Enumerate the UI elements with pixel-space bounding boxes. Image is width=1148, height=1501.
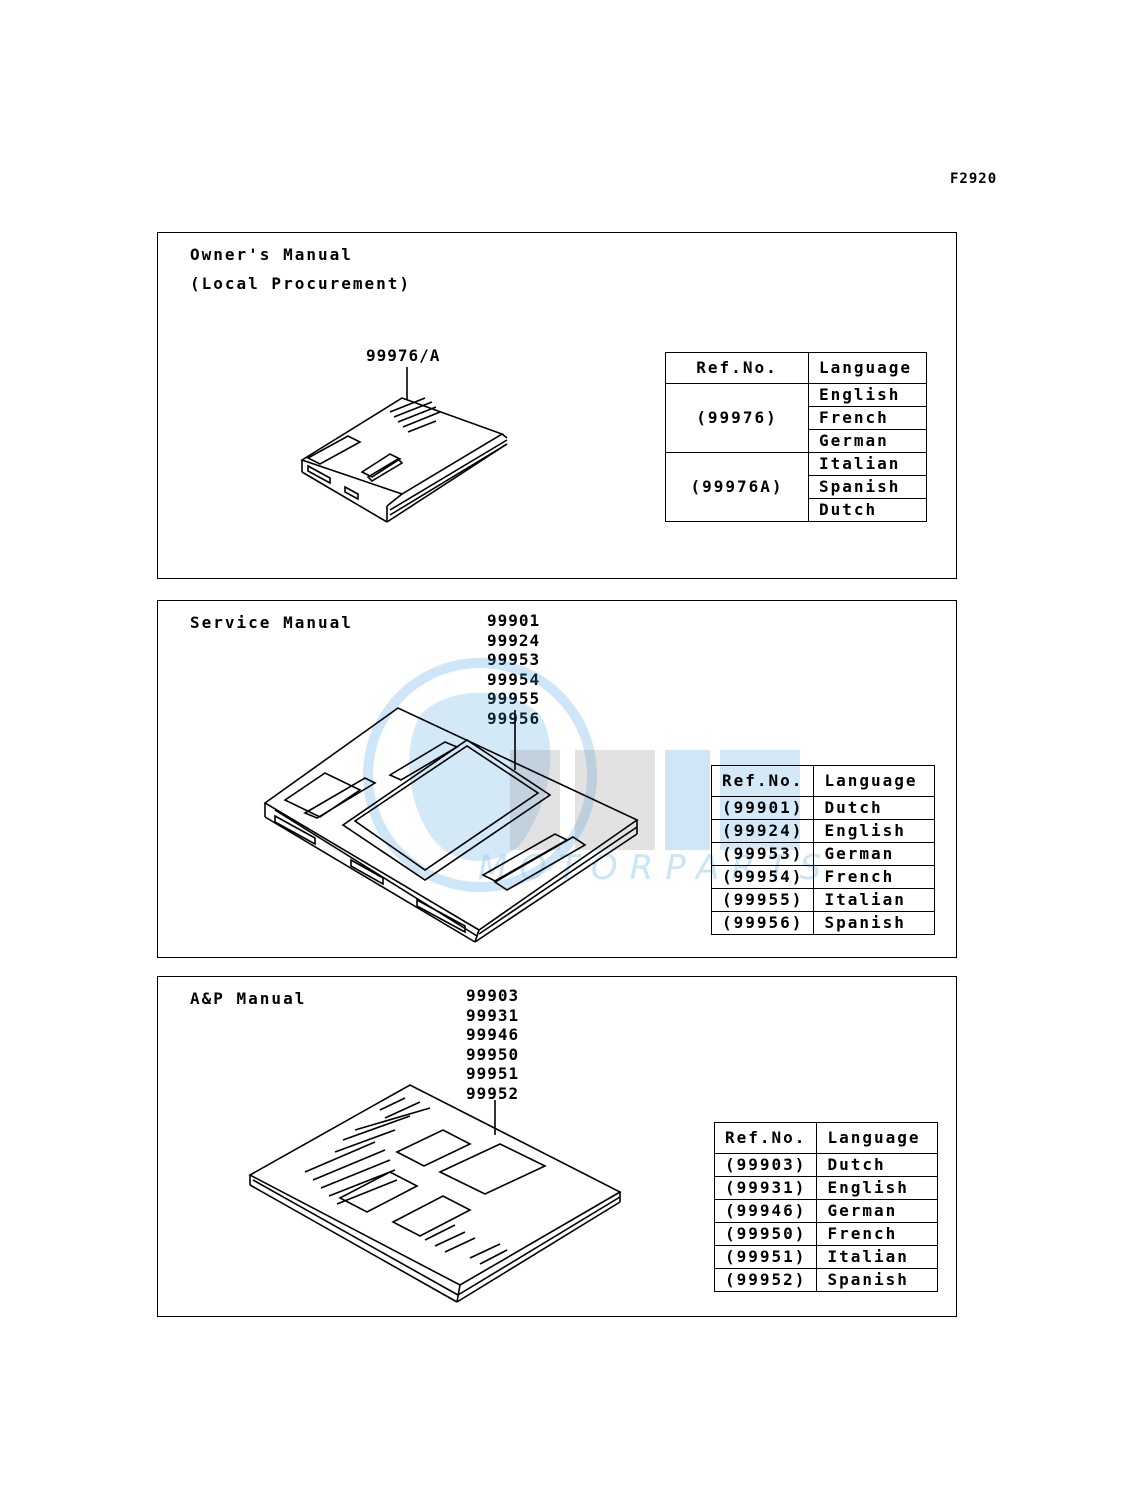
ref-no-cell: (99956)	[710, 911, 815, 935]
service-manual-callouts: 99901 99924 99953 99954 99955 99956	[487, 611, 540, 728]
ref-no-cell: (99950)	[713, 1222, 818, 1246]
ref-no-cell: (99952)	[713, 1268, 818, 1292]
ref-no-cell: (99976A)	[665, 452, 809, 522]
callout-number: 99951	[466, 1064, 520, 1083]
ap-manual-illustration	[248, 1084, 622, 1303]
callout-number: 99954	[487, 669, 541, 689]
callout-number: 99946	[466, 1025, 520, 1044]
ap-manual-panel	[157, 976, 957, 1317]
ref-no-cell: (99976)	[665, 383, 809, 453]
ap-manual-ref-table: Ref.No. Language (99903)Dutch (99931)Eng…	[713, 1122, 939, 1292]
language-cell: Dutch	[808, 498, 927, 522]
language-cell: Spanish	[816, 1268, 939, 1292]
owners-manual-ref-table: Ref.No. Language (99976) English French …	[665, 352, 927, 522]
service-manual-title: Service Manual	[190, 613, 353, 632]
owners-manual-subtitle: (Local Procurement)	[190, 274, 412, 293]
service-manual-panel	[157, 600, 957, 958]
figure-code: F2920	[950, 171, 998, 187]
ref-no-header: Ref.No.	[713, 1122, 818, 1154]
language-cell: German	[808, 429, 927, 453]
callout-number: 99952	[466, 1083, 520, 1103]
language-cell: Italian	[813, 888, 936, 912]
callout-number: 99903	[466, 986, 520, 1005]
callout-number: 99953	[487, 650, 541, 669]
language-cell: French	[816, 1222, 939, 1246]
callout-number: 99924	[487, 630, 541, 650]
owners-manual-title: Owner's Manual	[190, 245, 353, 264]
ref-no-cell: (99946)	[713, 1199, 818, 1223]
ref-no-cell: (99953)	[710, 842, 815, 866]
service-manual-illustration	[263, 707, 639, 943]
ref-no-header: Ref.No.	[710, 765, 815, 797]
language-cell: French	[808, 406, 927, 430]
callout-number: 99956	[487, 708, 541, 728]
ref-no-cell: (99901)	[710, 796, 815, 820]
language-cell: Spanish	[813, 911, 936, 935]
language-cell: Dutch	[816, 1153, 939, 1177]
language-cell: Dutch	[813, 796, 936, 820]
language-cell: German	[813, 842, 936, 866]
ap-manual-callouts: 99903 99931 99946 99950 99951 99952	[466, 986, 519, 1103]
ref-no-cell: (99931)	[713, 1176, 818, 1200]
callout-number: 99901	[487, 611, 541, 630]
owners-manual-panel	[157, 232, 957, 579]
language-cell: English	[808, 383, 927, 407]
ref-no-cell: (99955)	[710, 888, 815, 912]
ref-no-header: Ref.No.	[665, 352, 809, 384]
language-header: Language	[813, 765, 936, 797]
ref-no-cell: (99954)	[710, 865, 815, 889]
language-cell: Italian	[808, 452, 927, 476]
language-cell: Spanish	[808, 475, 927, 499]
language-cell: English	[813, 819, 936, 843]
owners-manual-callout: 99976/A	[366, 346, 441, 365]
callout-number: 99950	[466, 1044, 520, 1064]
callout-number: 99931	[466, 1005, 520, 1025]
callout-number: 99955	[487, 689, 541, 708]
language-cell: French	[813, 865, 936, 889]
service-manual-ref-table: Ref.No. Language (99901)Dutch (99924)Eng…	[710, 765, 936, 935]
ref-no-cell: (99951)	[713, 1245, 818, 1269]
ref-no-cell: (99924)	[710, 819, 815, 843]
language-cell: German	[816, 1199, 939, 1223]
language-header: Language	[808, 352, 927, 384]
owners-manual-illustration	[300, 367, 508, 523]
language-cell: English	[816, 1176, 939, 1200]
ref-no-cell: (99903)	[713, 1153, 818, 1177]
ap-manual-title: A&P Manual	[190, 989, 307, 1008]
language-cell: Italian	[816, 1245, 939, 1269]
language-header: Language	[816, 1122, 939, 1154]
